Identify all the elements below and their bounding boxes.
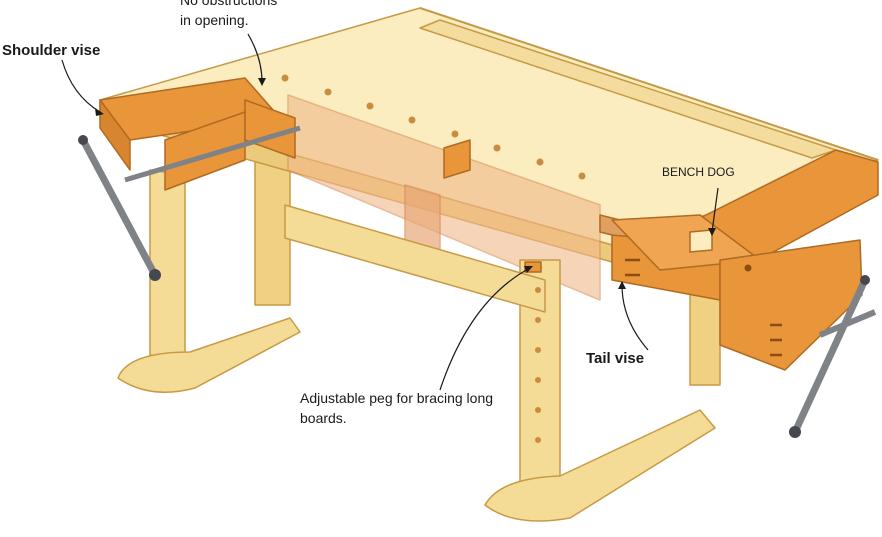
tail-vise-dog-hole xyxy=(744,264,752,272)
shoulder-vise-jaw xyxy=(164,111,246,191)
tail-vise-label: Tail vise xyxy=(586,350,645,367)
stretcher xyxy=(284,204,546,313)
bench-dog-label: BENCH DOG xyxy=(662,165,735,179)
right-foot xyxy=(484,409,716,522)
peg-holes xyxy=(535,287,541,443)
leader-tail-vise xyxy=(621,284,649,351)
tail-handle-knob-top xyxy=(860,275,870,285)
dovetail-joints xyxy=(625,258,782,357)
arrowhead-bench-dog xyxy=(708,228,716,236)
tail-handle-knob-bottom xyxy=(789,426,801,438)
adjustable-peg-label-line1: Adjustable peg for bracing long xyxy=(300,390,494,406)
arrowhead-tail-vise xyxy=(618,281,626,289)
shoulder-vise-front xyxy=(99,99,131,171)
no-obstructions-label-line1: No obstructions xyxy=(180,0,278,8)
no-obstructions-label-line2: in opening. xyxy=(180,12,249,28)
tool-tray-rim xyxy=(419,7,879,161)
dog-post xyxy=(443,139,471,179)
arrowhead-no-obstructions xyxy=(258,78,266,86)
shoulder-handle-knob-top xyxy=(78,135,88,145)
shoulder-vise-handle xyxy=(79,136,159,279)
leader-adjustable-peg xyxy=(439,267,531,391)
bench-dog-holes xyxy=(281,74,586,180)
shoulder-vise-screw xyxy=(124,125,301,183)
arrowhead-shoulder-vise xyxy=(95,108,104,116)
adjustable-peg-label-line2: boards. xyxy=(300,410,347,426)
bench-dog xyxy=(689,229,713,253)
shoulder-vise-label: Shoulder vise xyxy=(2,42,101,59)
shoulder-handle-knob-bottom xyxy=(149,269,161,281)
left-foot xyxy=(117,317,301,393)
arrowhead-adjustable-peg xyxy=(524,266,533,273)
leader-shoulder-vise xyxy=(61,59,101,113)
front-leg-left xyxy=(149,169,186,361)
tool-tray xyxy=(419,19,837,159)
leader-no-obstructions xyxy=(247,33,263,83)
leader-bench-dog xyxy=(711,187,719,233)
tail-vise-jaw xyxy=(719,239,863,371)
shoulder-vise-block xyxy=(244,99,296,159)
tail-vise-handle xyxy=(791,276,869,436)
